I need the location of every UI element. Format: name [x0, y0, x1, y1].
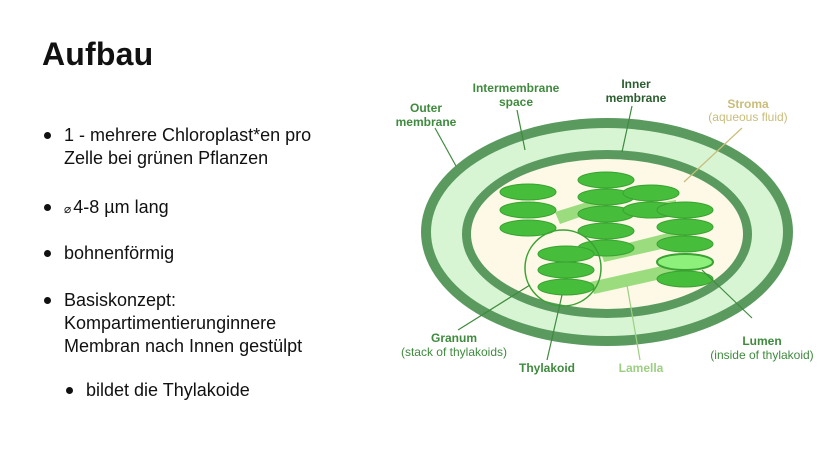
leader-lines — [434, 105, 753, 361]
bullet-text: Basiskonzept: — [64, 290, 177, 310]
stroma-leader — [683, 127, 743, 183]
label-outer: membrane — [396, 115, 457, 129]
thylakoid — [656, 218, 714, 236]
thylakoid — [577, 171, 635, 189]
lamella-leader — [626, 284, 641, 361]
outer-membrane-leader — [434, 127, 457, 167]
lamella-band — [590, 262, 684, 294]
thylakoid — [656, 235, 714, 253]
lamella-band — [555, 198, 600, 224]
thylakoid-stacks — [499, 171, 714, 296]
bullet-item: Basiskonzept: Kompartimentierunginnere M… — [44, 289, 302, 358]
label-lumen: Lumen — [742, 334, 781, 348]
bullet-text: bildet die Thylakoide — [86, 380, 250, 400]
thylakoid-lumen-highlight — [656, 253, 714, 271]
label-intermembrane: Intermembrane — [473, 81, 560, 95]
lumen-leader — [701, 269, 753, 319]
label-stroma: (aqueous fluid) — [708, 110, 787, 124]
thylakoid — [499, 219, 557, 237]
bullet-item: ⌀4-8 µm lang — [44, 196, 169, 221]
granum-leader — [457, 284, 531, 331]
thylakoid — [499, 201, 557, 219]
diameter-symbol: ⌀ — [64, 202, 72, 216]
thylakoid — [577, 222, 635, 240]
label-granum: (stack of thylakoids) — [401, 345, 507, 359]
label-inner: membrane — [606, 91, 667, 105]
label-outer: Outer — [410, 101, 442, 115]
sub-bullet-item: bildet die Thylakoide — [66, 379, 250, 402]
bullet-text: Zelle bei grünen Pflanzen — [64, 148, 269, 168]
intermembrane-leader — [516, 109, 526, 151]
label-stroma: Stroma — [727, 97, 769, 111]
thylakoid — [537, 261, 595, 279]
label-inner: Inner — [621, 77, 651, 91]
thylakoid — [537, 278, 595, 296]
thylakoid — [499, 183, 557, 201]
bullet-text: bohnenförmig — [64, 243, 175, 263]
label-intermembrane: space — [499, 95, 533, 109]
bullet-text: 1 - mehrere Chloroplast*en pro — [64, 125, 312, 145]
thylakoid — [656, 201, 714, 219]
bullet-text: Membran nach Innen gestülpt — [64, 336, 303, 356]
granum-highlight-circle — [524, 229, 602, 307]
thylakoid-leader — [546, 294, 563, 361]
label-lumen: (inside of thylakoid) — [710, 348, 813, 362]
label-granum: Granum — [431, 331, 477, 345]
thylakoid — [656, 270, 714, 288]
bullet-item: 1 - mehrere Chloroplast*en pro Zelle bei… — [44, 124, 311, 170]
bullet-text: 4-8 µm lang — [73, 197, 169, 217]
bullet-item: bohnenförmig — [44, 242, 174, 265]
diagram-labels: Outer membrane Intermembrane space Inner… — [396, 77, 814, 375]
inner-membrane-leader — [621, 105, 633, 153]
label-thylakoid: Thylakoid — [519, 361, 575, 375]
label-lamella: Lamella — [619, 361, 664, 375]
thylakoid — [537, 245, 595, 263]
slide-title: Aufbau — [42, 36, 154, 72]
thylakoid — [622, 184, 680, 202]
bullet-text: Kompartimentierunginnere — [64, 313, 277, 333]
